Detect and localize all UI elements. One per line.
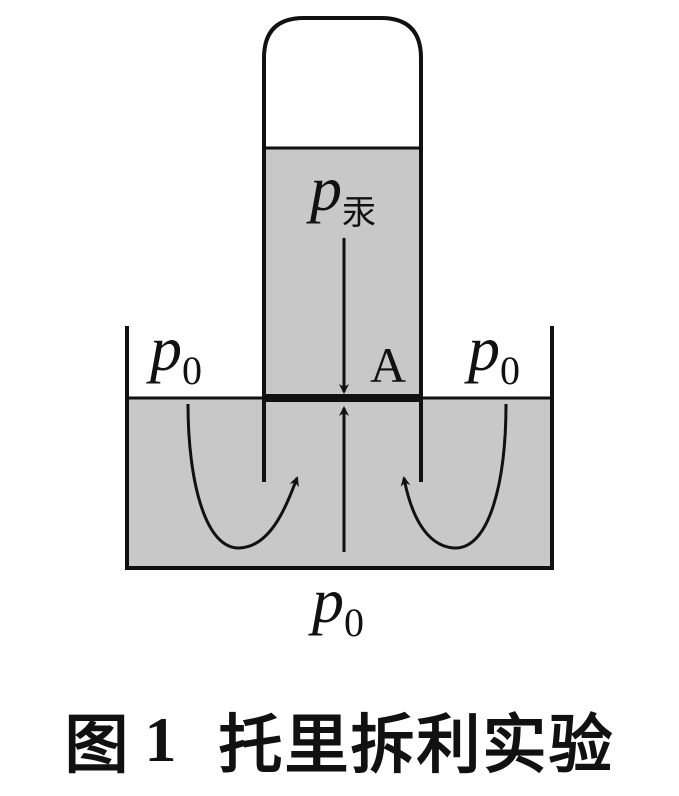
p0-bottom-label: p0 [308, 565, 364, 645]
p-mercury-label: p汞 [306, 153, 376, 233]
figure-title: 托里拆利实验 [218, 709, 615, 783]
p0-left-curve-arrow [186, 403, 299, 550]
figure-number: 1 [144, 704, 179, 775]
p0-right-curve-arrow [400, 403, 508, 550]
point-a-label: A [370, 337, 406, 393]
basin-outline [125, 326, 554, 570]
tube-outline [262, 16, 423, 482]
p0-left-label: p0 [146, 313, 202, 393]
torricelli-diagram: p汞 A p0 p0 p0 [125, 16, 554, 645]
figure-label: 图 [64, 709, 131, 783]
figure-caption: 图 1 托里拆利实验 [0, 690, 679, 790]
p0-right-label: p0 [464, 313, 520, 393]
